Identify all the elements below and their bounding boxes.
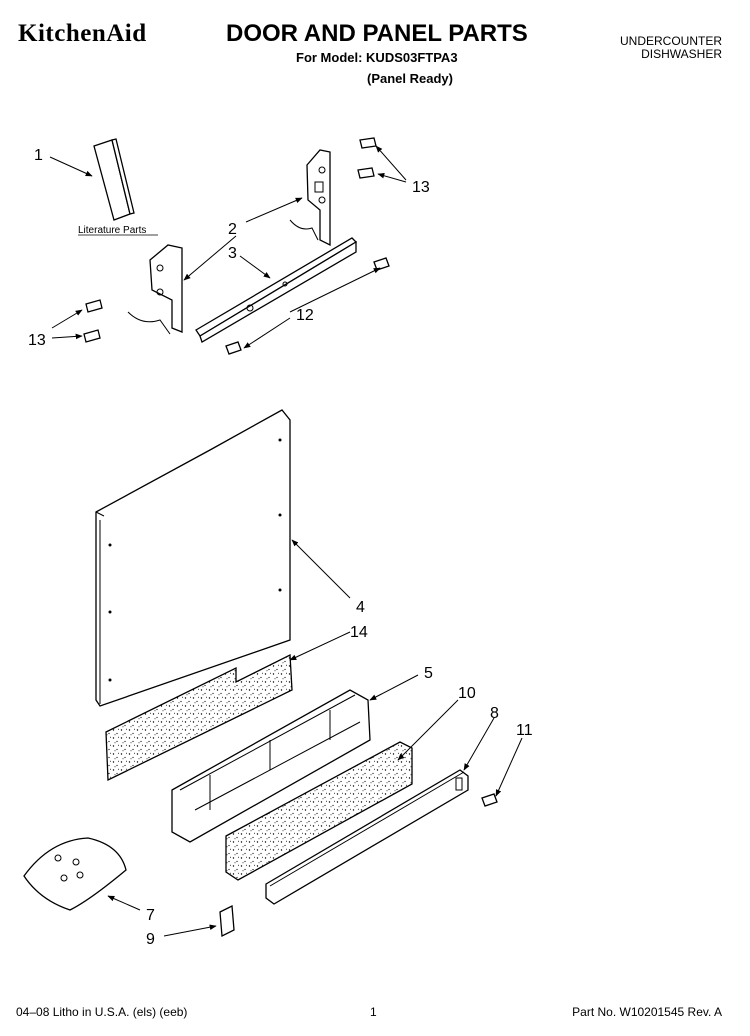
screw-group-upper: [357, 137, 390, 271]
door-panel: [95, 409, 291, 707]
footer-page-number: 1: [370, 1005, 377, 1019]
clip-part: [219, 904, 235, 938]
leader-lines: [49, 145, 523, 937]
door-panel-rail: [195, 237, 358, 343]
callout-10: 10: [458, 685, 476, 702]
screw-group-lower: [83, 299, 242, 355]
toe-panel-frame: [171, 689, 371, 843]
foam-insulation-lower: [225, 741, 413, 881]
category-line-2: DISHWASHER: [641, 47, 722, 61]
callout-7: 7: [146, 907, 155, 924]
callout-4: 4: [356, 599, 365, 616]
callout-13-upper: 13: [412, 179, 430, 196]
callout-9: 9: [146, 931, 155, 948]
door-hinge-bracket-right: [289, 149, 331, 247]
brand-logo: KitchenAid: [18, 20, 147, 47]
panel-note: (Panel Ready): [367, 71, 453, 86]
callout-13-lower: 13: [28, 332, 46, 349]
callout-11: 11: [516, 722, 533, 739]
callout-12: 12: [296, 307, 314, 324]
door-hinge-bracket-left: [127, 244, 183, 335]
toe-kick-screw: [481, 793, 498, 807]
footer-part-number: Part No. W10201545 Rev. A: [572, 1005, 722, 1019]
footer-litho: 04–08 Litho in U.S.A. (els) (eeb): [16, 1005, 188, 1019]
model-line: For Model: KUDS03FTPA3: [296, 50, 458, 65]
category-line-1: UNDERCOUNTER: [620, 34, 722, 48]
callout-2: 2: [228, 221, 237, 238]
literature-parts-label: Literature Parts: [78, 225, 146, 236]
callout-14: 14: [350, 624, 368, 641]
page-title: DOOR AND PANEL PARTS: [226, 20, 528, 47]
callout-3: 3: [228, 245, 237, 262]
callout-5: 5: [424, 665, 433, 682]
callout-1: 1: [34, 147, 43, 164]
literature-parts-illustration: [93, 138, 135, 221]
hardware-bag: [23, 837, 127, 911]
callout-8: 8: [490, 705, 499, 722]
toe-kick: [265, 769, 469, 905]
